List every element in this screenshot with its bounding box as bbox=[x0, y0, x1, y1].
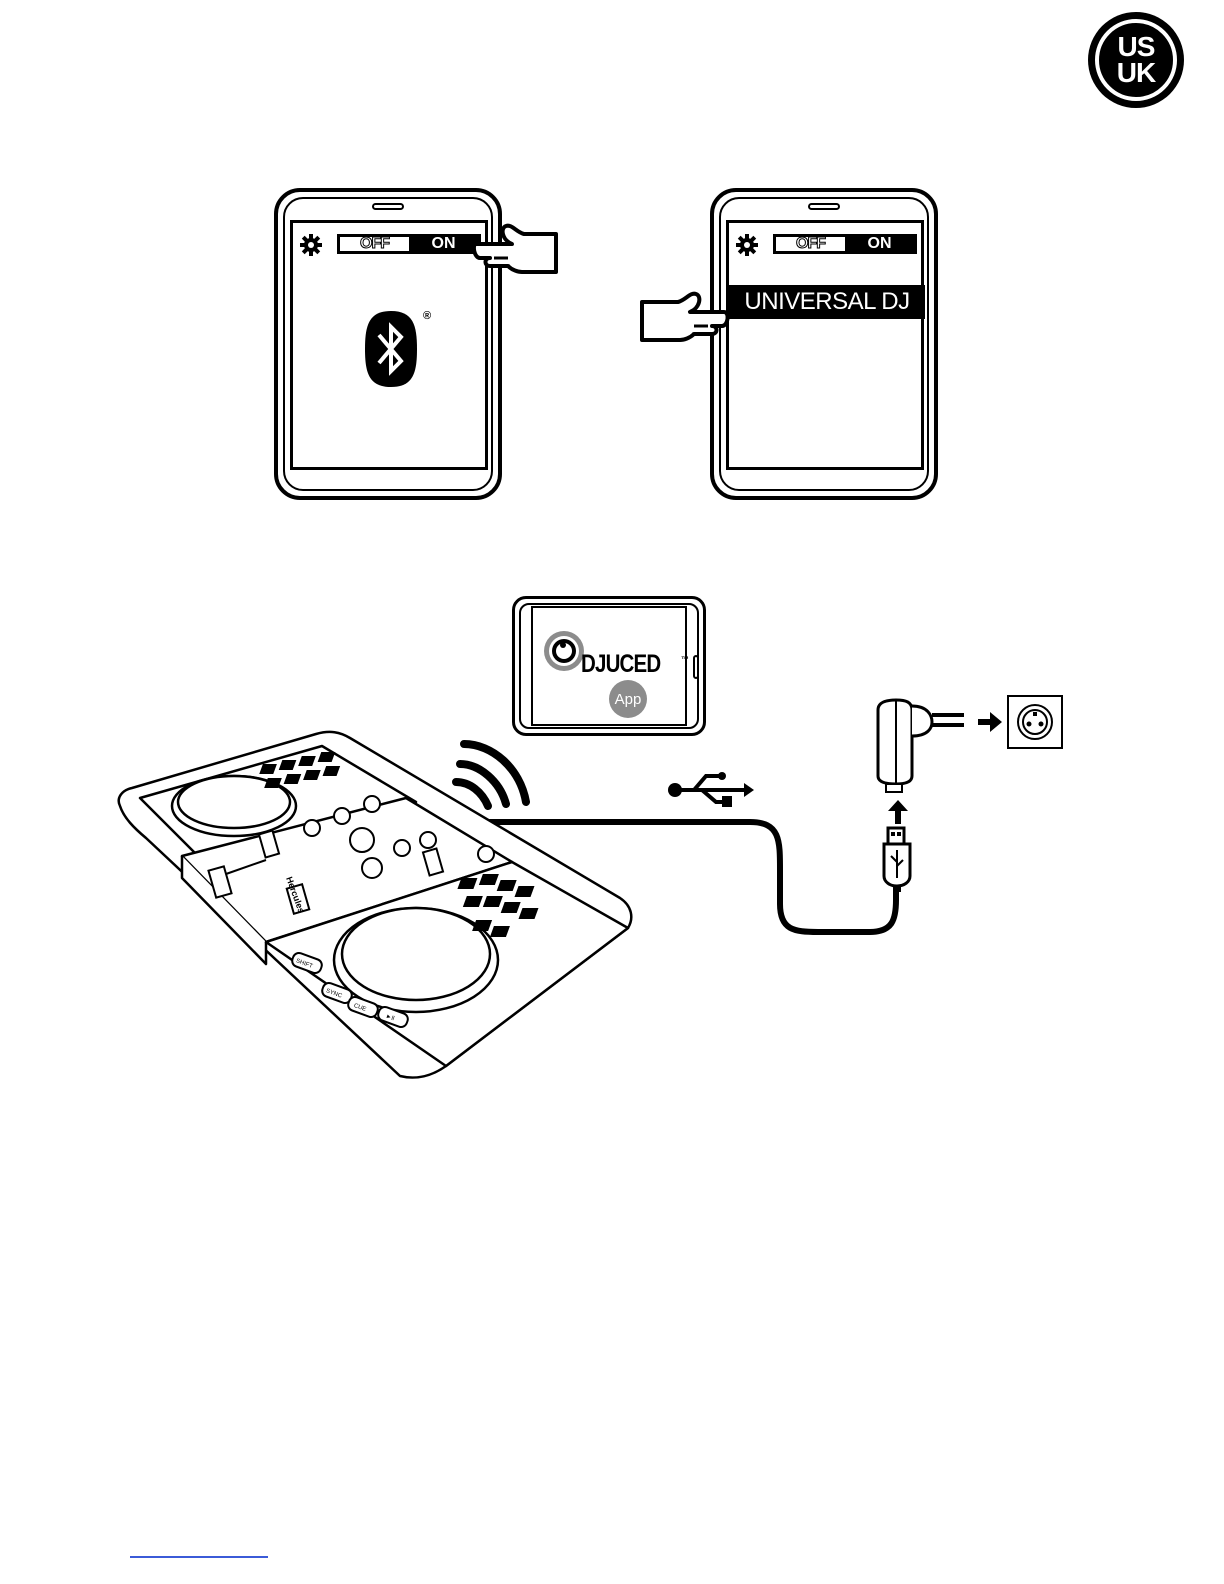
tablet-bluetooth-settings: OFF ON ® bbox=[274, 188, 502, 500]
toggle-on-label: ON bbox=[845, 237, 914, 251]
gear-icon bbox=[299, 233, 323, 257]
wall-socket-icon bbox=[1006, 694, 1064, 750]
tablet-screen: OFF ON UNIVERSAL DJ bbox=[726, 220, 924, 470]
badge-line-uk: UK bbox=[1117, 60, 1155, 86]
usb-plug-icon bbox=[880, 826, 914, 894]
device-list-item-universal-dj[interactable]: UNIVERSAL DJ bbox=[729, 285, 925, 319]
tablet-speaker bbox=[808, 203, 840, 210]
bluetooth-icon bbox=[361, 309, 421, 389]
toggle-off-label: OFF bbox=[776, 237, 845, 251]
app-tablet: DJUCED ™ App bbox=[512, 596, 706, 736]
tablet-screen: OFF ON ® bbox=[290, 220, 488, 470]
toggle-on-label: ON bbox=[409, 237, 478, 251]
app-screen: DJUCED ™ App bbox=[531, 606, 687, 726]
bluetooth-registered-mark: ® bbox=[423, 310, 431, 322]
djuced-logo-icon bbox=[543, 630, 585, 672]
arrow-right-icon bbox=[978, 712, 1002, 732]
hand-pointer-icon bbox=[638, 288, 730, 346]
bluetooth-toggle[interactable]: OFF ON bbox=[773, 234, 917, 254]
power-adapter-icon bbox=[872, 696, 978, 794]
arrow-up-icon bbox=[888, 800, 908, 824]
tablet-speaker bbox=[372, 203, 404, 210]
app-trademark: ™ bbox=[681, 655, 689, 664]
right-platter bbox=[334, 908, 498, 1012]
toggle-off-label: OFF bbox=[340, 237, 409, 251]
tablet-device-list: OFF ON UNIVERSAL DJ bbox=[710, 188, 938, 500]
hand-pointer-icon bbox=[472, 220, 560, 276]
app-badge: App bbox=[609, 680, 647, 718]
tablet-home-button bbox=[693, 655, 699, 679]
bluetooth-toggle[interactable]: OFF ON bbox=[337, 234, 481, 254]
footer-link-underline[interactable] bbox=[130, 1556, 268, 1558]
gear-icon bbox=[735, 233, 759, 257]
us-uk-badge-icon: US UK bbox=[1088, 12, 1184, 108]
app-name: DJUCED bbox=[581, 650, 660, 679]
dj-controller-illustration: SHIFT SYNC CUE ►ll Hercules bbox=[116, 728, 636, 1098]
